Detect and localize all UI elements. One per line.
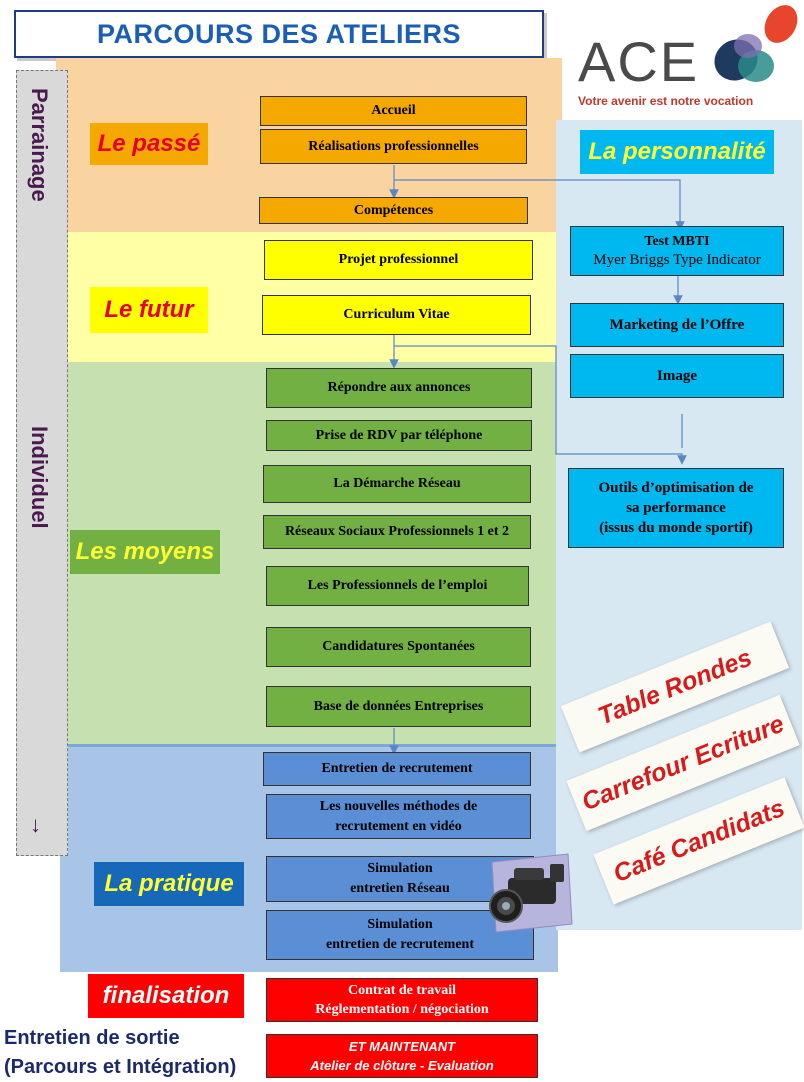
box-professionnels: Les Professionnels de l’emploi xyxy=(266,566,529,606)
box-base-donnees: Base de données Entreprises xyxy=(266,686,531,727)
sidebar-label-parrainage: Parrainage xyxy=(27,88,52,202)
page-title: PARCOURS DES ATELIERS xyxy=(14,10,544,58)
box-realisations: Réalisations professionnelles xyxy=(260,129,527,164)
box-video: Les nouvelles méthodes de recrutement en… xyxy=(266,794,531,839)
ace-logo: ACE Votre avenir est notre vocation xyxy=(576,2,802,112)
box-contrat-line2: Réglementation / négociation xyxy=(315,1002,489,1017)
box-marketing: Marketing de l’Offre xyxy=(570,303,784,347)
exit-interview-text: Entretien de sortie (Parcours et Intégra… xyxy=(4,1024,236,1082)
box-sim-recrutement-line2: entretien de recrutement xyxy=(326,937,474,952)
video-camera-icon xyxy=(484,848,576,938)
sidebar xyxy=(16,70,68,856)
down-arrow-icon: ↓ xyxy=(30,812,41,837)
stage-label-finalisation: finalisation xyxy=(88,974,244,1018)
box-et-maintenant-line1: ET MAINTENANT xyxy=(348,1039,456,1054)
box-mbti-line1: Test MBTI xyxy=(644,234,710,249)
box-outils-line1: Outils d’optimisation de xyxy=(598,480,754,496)
box-sim-reseau: Simulation entretien Réseau xyxy=(266,856,534,902)
box-candidatures: Candidatures Spontanées xyxy=(266,627,531,667)
box-outils: Outils d’optimisation de sa performance … xyxy=(568,468,784,548)
sidebar-label-individuel: Individuel xyxy=(27,426,52,529)
box-accueil: Accueil xyxy=(260,96,527,126)
stage-label-futur: Le futur xyxy=(90,287,208,333)
box-image: Image xyxy=(570,354,784,398)
box-rdv: Prise de RDV par téléphone xyxy=(266,420,532,451)
logo-name: ACE xyxy=(578,30,700,93)
box-et-maintenant-line2: Atelier de clôture - Evaluation xyxy=(310,1058,494,1073)
logo-tagline: Votre avenir est notre vocation xyxy=(578,94,754,108)
box-mbti: Test MBTI Myer Briggs Type Indicator xyxy=(570,226,784,276)
exit-line2: (Parcours et Intégration) xyxy=(4,1056,237,1078)
box-sim-recrutement-line1: Simulation xyxy=(367,917,433,932)
box-sim-reseau-line1: Simulation xyxy=(367,861,433,876)
box-entretien: Entretien de recrutement xyxy=(263,752,531,786)
box-mbti-line2: Myer Briggs Type Indicator xyxy=(593,252,761,268)
stage-label-pratique: La pratique xyxy=(94,862,244,906)
box-annonces: Répondre aux annonces xyxy=(266,368,532,408)
stage-label-moyens: Les moyens xyxy=(70,530,220,574)
box-video-line2: recrutement en vidéo xyxy=(335,818,462,834)
box-competences: Compétences xyxy=(259,197,528,224)
box-reseaux-sociaux: Réseaux Sociaux Professionnels 1 et 2 xyxy=(263,515,531,549)
box-cv: Curriculum Vitae xyxy=(262,295,531,335)
logo-mark-icon xyxy=(714,5,798,82)
box-video-line1: Les nouvelles méthodes de xyxy=(319,798,478,814)
box-projet: Projet professionnel xyxy=(264,240,533,280)
box-contrat: Contrat de travail Réglementation / négo… xyxy=(266,978,538,1022)
box-sim-recrutement: Simulation entretien de recrutement xyxy=(266,910,534,960)
exit-line1: Entretien de sortie xyxy=(4,1027,180,1049)
stage-label-passe: Le passé xyxy=(90,123,208,165)
box-sim-reseau-line2: entretien Réseau xyxy=(350,881,450,896)
box-contrat-line1: Contrat de travail xyxy=(347,983,457,998)
box-et-maintenant: ET MAINTENANT Atelier de clôture - Evalu… xyxy=(266,1034,538,1078)
box-outils-line3: (issus du monde sportif) xyxy=(599,520,753,536)
box-reseau: La Démarche Réseau xyxy=(263,465,531,503)
box-outils-line2: sa performance xyxy=(626,500,726,516)
stage-label-personnalite: La personnalité xyxy=(580,130,774,174)
